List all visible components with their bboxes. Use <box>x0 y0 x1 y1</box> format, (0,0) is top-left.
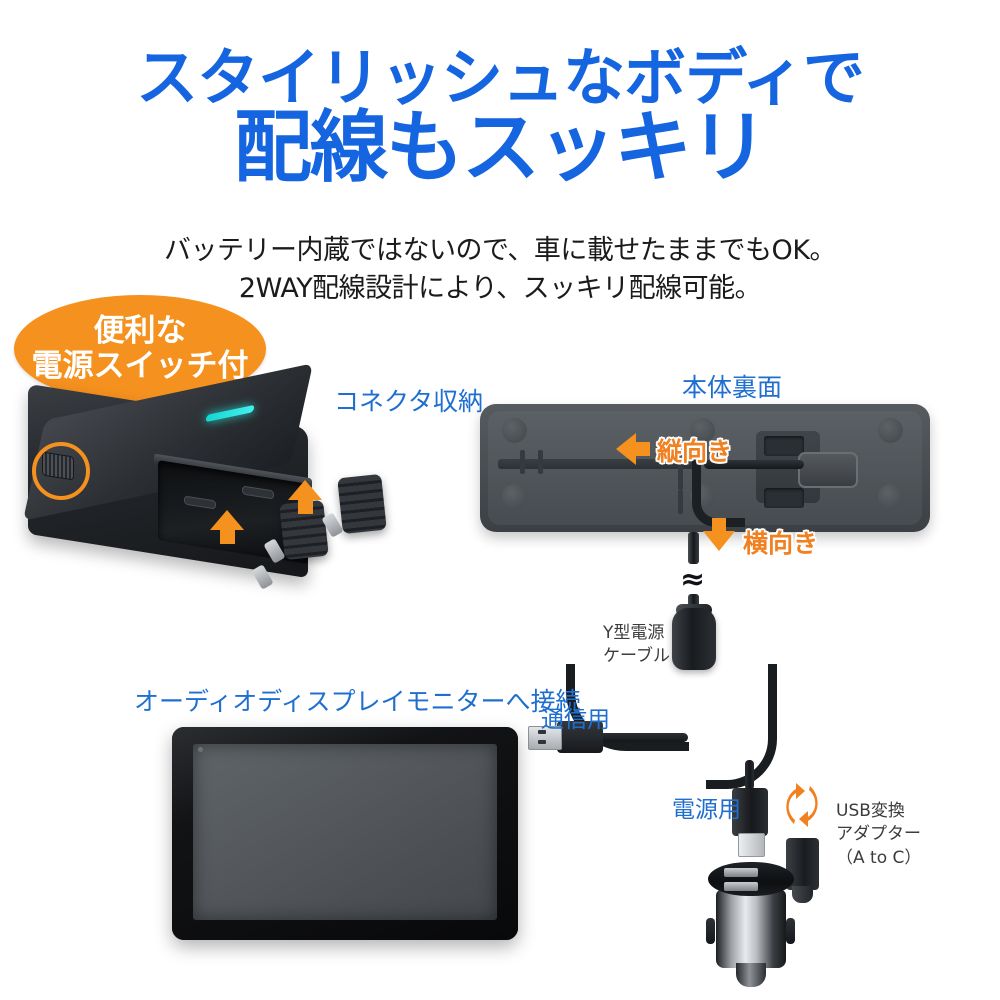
main-unit-illustration <box>10 363 440 650</box>
charger-spring-clip <box>706 918 715 944</box>
car-charger-body <box>716 890 786 968</box>
display-monitor <box>172 727 518 940</box>
y-cable-data-branch <box>566 664 689 751</box>
label-for-power: 電源用 <box>672 797 741 823</box>
usb-a-shell <box>557 721 603 753</box>
insert-arrow-up-icon <box>210 510 244 530</box>
insert-arrow-up-icon <box>288 480 322 500</box>
cable-clip <box>678 466 683 490</box>
cable-break-icon: ≈ <box>680 562 706 597</box>
headline: スタイリッシュなボディで 配線もスッキリ <box>0 46 1000 189</box>
panel-cable-bend <box>692 460 745 527</box>
rubber-foot <box>878 418 903 443</box>
y-splitter-body <box>672 608 716 670</box>
usb-a-contact <box>538 730 546 734</box>
label-usb-adapter-line-3: （A to C） <box>836 847 922 868</box>
vertical-arrow-left-icon <box>616 433 636 465</box>
usb-c-connector <box>337 473 387 535</box>
label-connector-storage: コネクタ収納 <box>334 387 484 416</box>
cable-routing-channel <box>498 459 698 469</box>
usb-power-tip <box>738 833 765 857</box>
usb-a-cable <box>596 733 688 742</box>
headline-line-2: 配線もスッキリ <box>233 103 768 194</box>
callout-bubble-line-2: 電源スイッチ付 <box>31 348 249 384</box>
rubber-foot <box>502 484 527 509</box>
usb-c-adapter-tip <box>792 886 813 903</box>
power-switch-highlight-ring <box>32 442 90 500</box>
headline-line-1: スタイリッシュなボディで <box>136 41 865 114</box>
monitor-screen <box>193 744 497 920</box>
cable-clip <box>538 450 543 474</box>
subtitle-line-1: バッテリー内蔵ではないので、車に載せたままでもOK。 <box>163 235 837 266</box>
callout-bubble-line-1: 便利な <box>93 313 187 350</box>
cable-clip <box>520 450 525 474</box>
label-y-cable: Y型電源 ケーブル <box>603 622 670 669</box>
subtitle: バッテリー内蔵ではないので、車に載せたままでもOK。 2WAY配線設計により、ス… <box>0 232 1000 309</box>
rubber-foot <box>878 484 903 509</box>
insert-arrow-stem <box>220 530 235 544</box>
usb-a-contact <box>538 740 546 744</box>
label-monitor-connect: オーディオディスプレイモニターへ接続 <box>134 687 581 716</box>
label-y-cable-line-1: Y型電源 <box>603 623 665 643</box>
charger-spring-clip <box>786 918 795 944</box>
label-horizontal: 横向き <box>743 529 819 558</box>
swap-arrows-icon <box>780 782 824 828</box>
rubber-foot <box>502 418 527 443</box>
vertical-arrow-stem <box>636 442 650 456</box>
usb-power-shell <box>732 788 768 836</box>
car-charger-tip <box>736 963 766 987</box>
y-cable-mid-segment <box>688 594 699 612</box>
connector-recess-slot <box>764 488 804 508</box>
charger-usb-port <box>724 868 758 877</box>
panel-cable <box>704 460 804 469</box>
usb-c-plug <box>798 452 858 488</box>
label-y-cable-line-2: ケーブル <box>603 646 670 667</box>
horizontal-arrow-stem <box>712 518 726 532</box>
label-unit-back: 本体裏面 <box>682 373 783 402</box>
label-usb-adapter-line-1: USB変換 <box>836 801 905 821</box>
rubber-foot <box>690 418 715 443</box>
cable-clip <box>678 490 683 514</box>
label-usb-adapter-line-2: アダプター <box>836 824 921 845</box>
usb-power-cable <box>745 760 754 790</box>
y-cable-upper-segment <box>688 532 699 564</box>
charger-usb-port <box>724 882 758 891</box>
monitor-indicator-icon <box>198 747 203 752</box>
label-vertical: 縦向き <box>657 437 733 466</box>
horizontal-arrow-down-icon <box>703 531 735 551</box>
connector-recess-slot <box>764 436 804 456</box>
label-for-data: 通信用 <box>541 707 610 733</box>
y-cable-power-branch <box>706 664 777 789</box>
back-panel-illustration <box>480 404 930 532</box>
label-usb-adapter: USB変換 アダプター （A to C） <box>836 800 921 870</box>
subtitle-line-2: 2WAY配線設計により、スッキリ配線可能。 <box>238 273 762 305</box>
insert-arrow-stem <box>298 500 313 514</box>
